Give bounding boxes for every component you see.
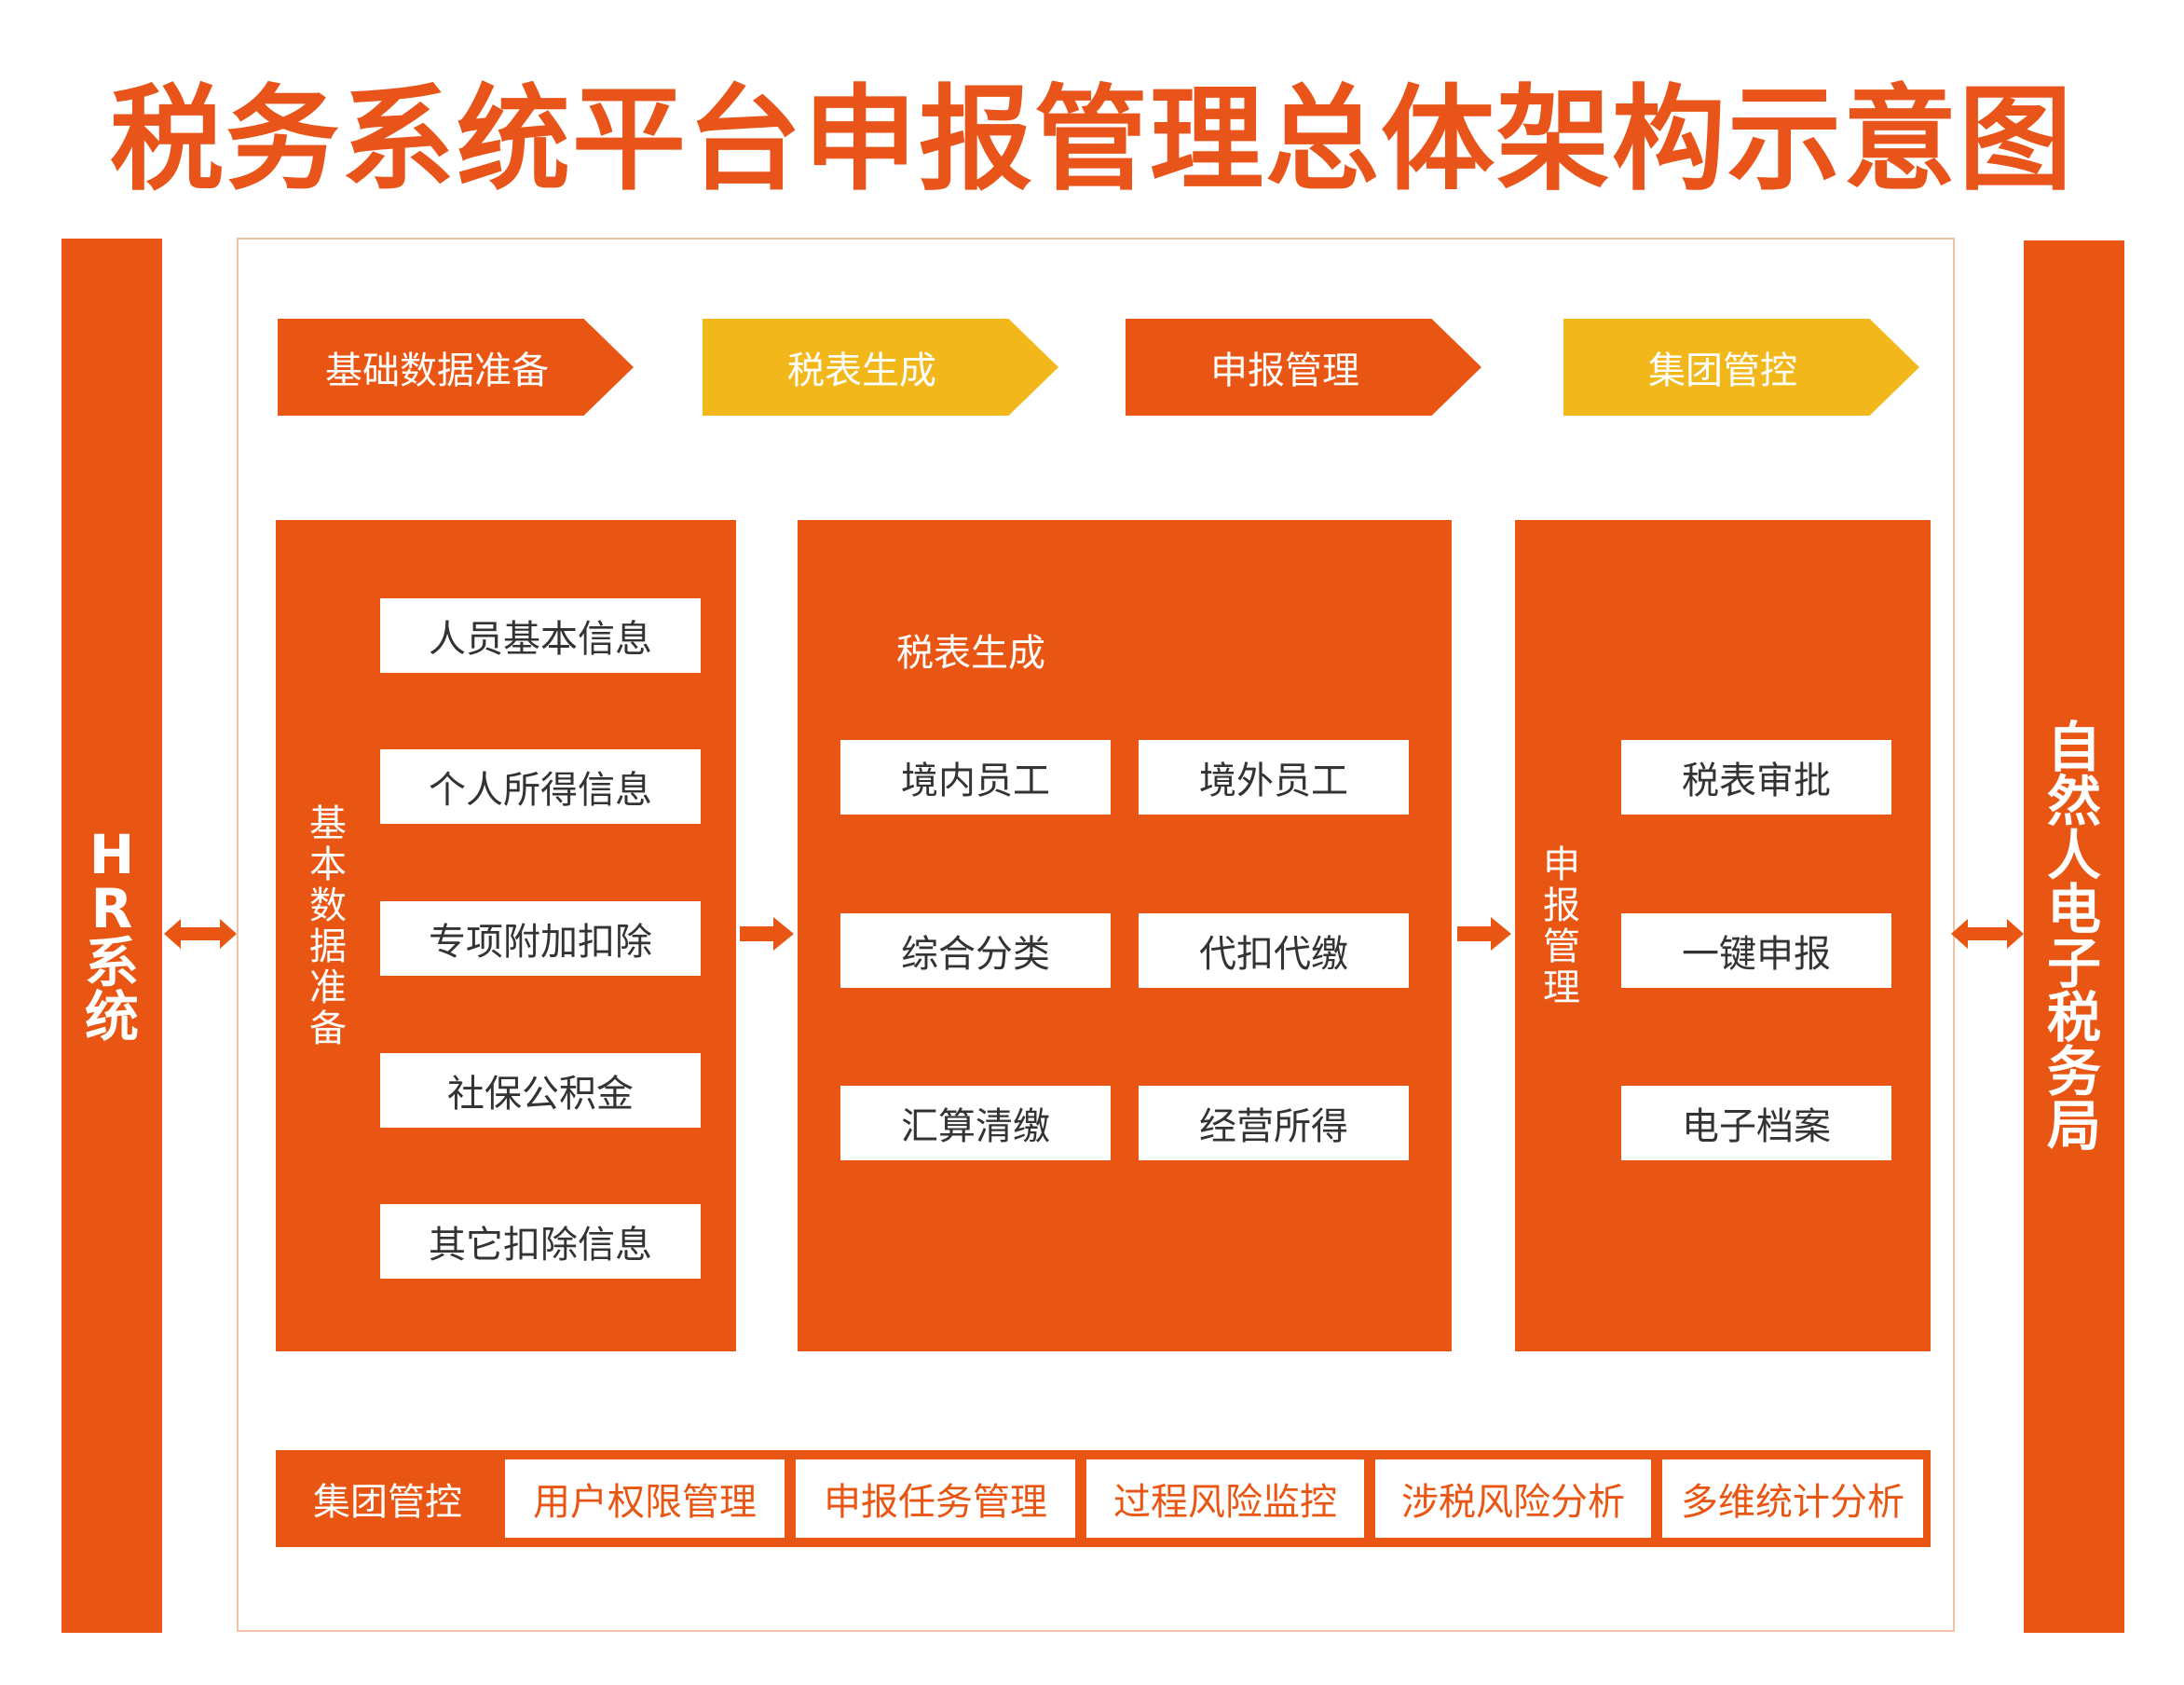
flow-banner-label: 税表生成 bbox=[787, 349, 936, 392]
basic-item-3: 社保公积金 bbox=[380, 1053, 701, 1128]
flow-arrow-icon bbox=[1457, 917, 1511, 951]
flow-banner-label: 基础数据准备 bbox=[325, 349, 549, 392]
hr-double-arrow-icon bbox=[164, 919, 237, 949]
bureau-double-arrow-icon bbox=[1951, 919, 2024, 949]
flow-banner-tax-generate: 税表生成 bbox=[703, 319, 1058, 416]
flow-arrow-icon bbox=[740, 917, 794, 951]
group-item-2: 过程风险监控 bbox=[1086, 1459, 1364, 1538]
group-item-0: 用户权限管理 bbox=[505, 1459, 785, 1538]
panel-tax-generate-title: 税表生成 bbox=[896, 632, 1045, 675]
tax-item-5: 经营所得 bbox=[1139, 1086, 1409, 1160]
basic-item-2: 专项附加扣除 bbox=[380, 901, 701, 976]
declare-item-2: 电子档案 bbox=[1621, 1086, 1891, 1160]
tax-item-1: 境外员工 bbox=[1139, 740, 1409, 815]
flow-banner-label: 申报管理 bbox=[1210, 349, 1359, 392]
basic-item-1: 个人所得信息 bbox=[380, 749, 701, 824]
flow-banner-label: 集团管控 bbox=[1648, 349, 1797, 392]
hr-system-bar: HR系统 bbox=[61, 239, 162, 1633]
declare-item-0: 税表审批 bbox=[1621, 740, 1891, 815]
flow-banner-group-control: 集团管控 bbox=[1563, 319, 1919, 416]
flow-banner-basic-data: 基础数据准备 bbox=[278, 319, 634, 416]
group-control-label: 集团管控 bbox=[313, 1481, 462, 1524]
group-item-1: 申报任务管理 bbox=[796, 1459, 1075, 1538]
tax-bureau-bar: 自然人电子税务局 bbox=[2024, 240, 2124, 1633]
tax-item-0: 境内员工 bbox=[840, 740, 1111, 815]
declare-item-1: 一键申报 bbox=[1621, 913, 1891, 988]
tax-item-2: 综合分类 bbox=[840, 913, 1111, 988]
basic-item-0: 人员基本信息 bbox=[380, 598, 701, 673]
flow-banner-declare: 申报管理 bbox=[1126, 319, 1481, 416]
panel-basic-data-label: 基本数据准备 bbox=[309, 802, 347, 1050]
hr-system-label: HR系统 bbox=[84, 823, 139, 1048]
group-item-3: 涉税风险分析 bbox=[1375, 1459, 1651, 1538]
tax-bureau-label: 自然人电子税务局 bbox=[2046, 716, 2101, 1158]
panel-declare-label: 申报管理 bbox=[1543, 843, 1580, 1009]
group-item-4: 多维统计分析 bbox=[1662, 1459, 1923, 1538]
page-title: 税务系统平台申报管理总体架构示意图 bbox=[110, 74, 2074, 206]
basic-item-4: 其它扣除信息 bbox=[380, 1204, 701, 1279]
tax-item-4: 汇算清缴 bbox=[840, 1086, 1111, 1160]
tax-item-3: 代扣代缴 bbox=[1139, 913, 1409, 988]
